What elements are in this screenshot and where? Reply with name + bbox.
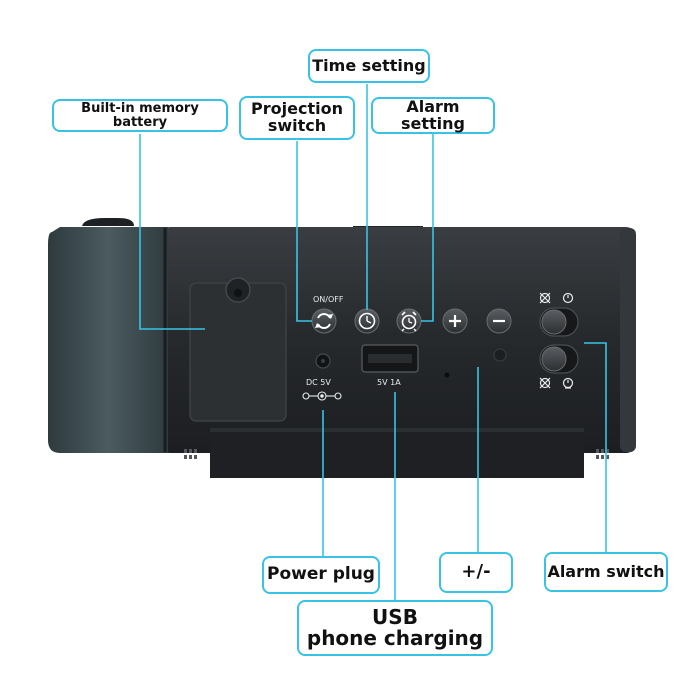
power-plug-callout: Power plug xyxy=(262,556,380,594)
alarm-switch-callout: Alarm switch xyxy=(544,552,668,592)
plus-minus-callout: +/- xyxy=(439,552,513,593)
reset-hole xyxy=(444,372,450,378)
battery-callout: Built-in memory battery xyxy=(52,99,228,132)
usb-rating-label: 5V 1A xyxy=(377,378,401,387)
device-stand xyxy=(210,428,584,478)
alarm-setting-button[interactable] xyxy=(396,308,422,334)
dc-polarity-icon xyxy=(302,391,342,401)
projection-callout-line2: switch xyxy=(267,116,327,135)
projection-callout-line1: Projection xyxy=(251,99,343,119)
battery-compartment xyxy=(189,282,287,422)
alarm-setting-callout: Alarm setting xyxy=(371,97,495,134)
alarm-clock-icon xyxy=(401,311,417,332)
device-left-cap xyxy=(48,227,168,453)
usb-charging-callout: USB phone charging xyxy=(297,600,493,656)
alarm-off-icon xyxy=(539,292,551,304)
minus-button[interactable] xyxy=(486,308,512,334)
usb-port[interactable] xyxy=(361,344,419,373)
alarm-switch-1[interactable] xyxy=(539,307,579,337)
projector-knob xyxy=(82,218,134,226)
time-setting-callout: Time setting xyxy=(308,49,430,83)
clock-icon xyxy=(358,312,376,330)
plus-icon xyxy=(449,315,461,327)
alarm-switch-2[interactable] xyxy=(539,344,579,374)
sensor xyxy=(493,348,507,362)
alarm-on-icon xyxy=(562,292,574,304)
projection-switch-button[interactable] xyxy=(311,308,337,334)
projection-switch-callout: Projection switch xyxy=(239,96,355,140)
usb-callout-line2: phone charging xyxy=(306,626,484,650)
time-setting-button[interactable] xyxy=(354,308,380,334)
dc-label: DC 5V xyxy=(306,378,331,387)
dc-power-jack[interactable] xyxy=(315,353,331,369)
on-off-label: ON/OFF xyxy=(313,295,344,304)
plus-button[interactable] xyxy=(442,308,468,334)
alarm-on-icon xyxy=(562,377,574,389)
leader-lines xyxy=(139,84,607,600)
alarm-off-icon xyxy=(539,377,551,389)
usb-callout-line1: USB xyxy=(372,605,418,629)
